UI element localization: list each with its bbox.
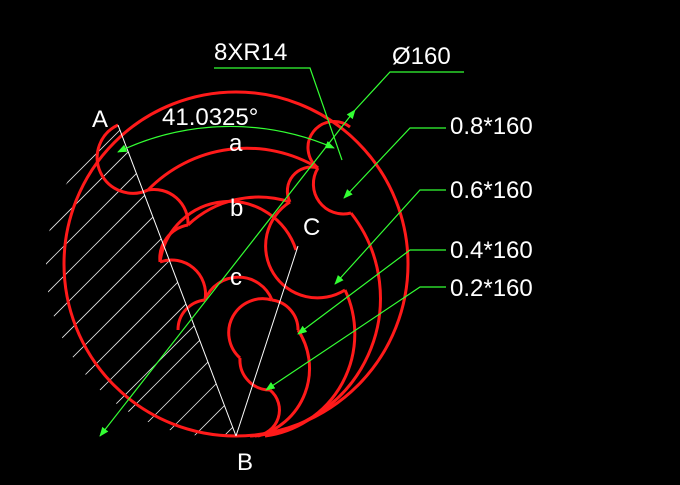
diameter-leader-line xyxy=(99,109,356,437)
ring-06-leader xyxy=(334,189,446,285)
scallop-12 xyxy=(238,357,271,392)
label-ring-02: 0.2*160 xyxy=(450,275,533,302)
label-diameter: Ø160 xyxy=(392,43,451,70)
ring-08-inner-arc xyxy=(249,212,382,438)
ring-02-leader xyxy=(265,286,446,391)
scallop-3 xyxy=(158,223,189,263)
label-arcs-radius: 8XR14 xyxy=(214,39,287,66)
line-c-b xyxy=(235,245,299,437)
label-point-b: B xyxy=(237,449,253,476)
diameter-leader-tail xyxy=(354,71,464,111)
label-region-b: b xyxy=(230,195,243,222)
scallop-5 xyxy=(176,298,206,331)
scallop-4 xyxy=(159,258,208,301)
label-point-c: C xyxy=(303,214,320,241)
dimensions xyxy=(99,67,464,437)
label-region-c: c xyxy=(230,264,242,291)
label-ring-08: 0.8*160 xyxy=(450,113,533,140)
scallop-6 xyxy=(311,167,352,216)
label-region-a: a xyxy=(229,130,243,157)
line-a-b xyxy=(117,124,237,437)
ring-04-leader xyxy=(297,249,446,335)
scallop-11 xyxy=(227,297,273,360)
labels: A B C a b c 41.0325° 8XR14 Ø160 0.8*160 … xyxy=(92,39,533,476)
label-ring-04: 0.4*160 xyxy=(450,237,533,264)
label-angle: 41.0325° xyxy=(162,104,258,131)
ring-08-leader xyxy=(343,127,446,199)
label-ring-06: 0.6*160 xyxy=(450,177,533,204)
arcs-radius-leader xyxy=(214,67,343,161)
label-point-a: A xyxy=(92,106,108,133)
ring-04-arc xyxy=(158,199,298,263)
hatched-region xyxy=(45,125,237,437)
